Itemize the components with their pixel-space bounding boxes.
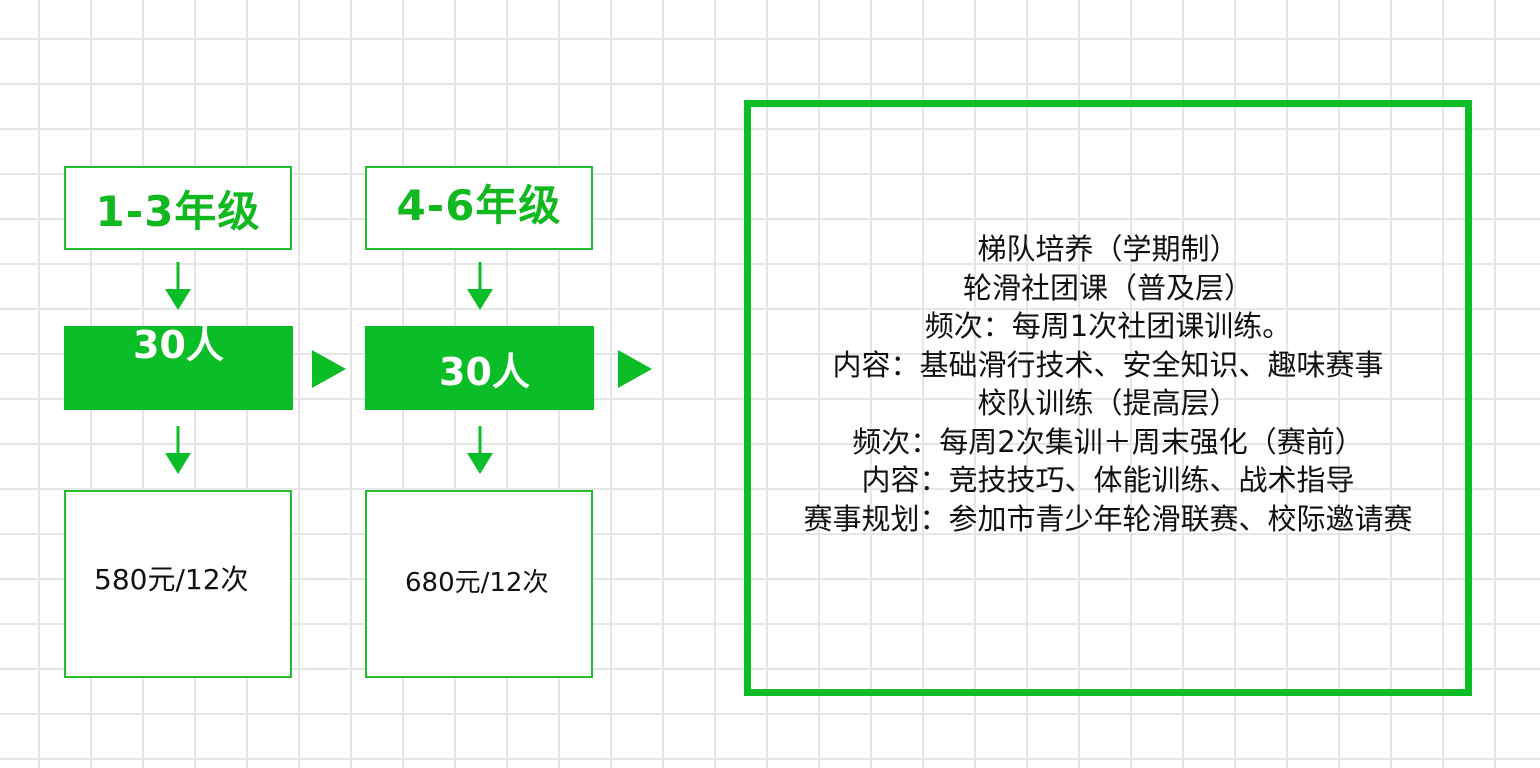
detail-line: 轮滑社团课（普及层）	[962, 270, 1253, 305]
count-label: 30人	[133, 323, 224, 367]
detail-line: 频次：每周1次社团课训练。	[924, 309, 1292, 343]
detail-line: 校队训练（提高层）	[977, 386, 1239, 420]
training-details-box: 梯队培养（学期制） 轮滑社团课（普及层） 频次：每周1次社团课训练。 内容：基础…	[744, 100, 1472, 696]
detail-line: 内容：基础滑行技术、安全知识、趣味赛事	[832, 347, 1384, 382]
grade-label: 1-3年级	[95, 186, 261, 236]
right-arrow-icon	[312, 350, 346, 388]
count-label: 30人	[439, 349, 530, 394]
grade-box-4-6: 4-6年级	[365, 166, 593, 250]
grade-box-1-3: 1-3年级	[64, 166, 292, 250]
detail-line: 赛事规划：参加市青少年轮滑联赛、校际邀请赛	[803, 501, 1413, 536]
down-arrow-icon	[467, 262, 493, 310]
price-box-1-3: 580元/12次	[64, 490, 292, 678]
right-arrow-icon	[618, 350, 652, 388]
detail-line: 内容：竞技技巧、体能训练、战术指导	[861, 463, 1355, 497]
down-arrow-icon	[467, 426, 493, 474]
detail-line: 频次：每周2次集训＋周末强化（赛前）	[852, 424, 1364, 459]
detail-line: 梯队培养（学期制）	[977, 232, 1239, 266]
grade-label: 4-6年级	[396, 180, 562, 230]
down-arrow-icon	[165, 426, 191, 474]
price-label: 580元/12次	[94, 563, 249, 596]
count-box-1-3: 30人	[64, 323, 293, 410]
price-label: 680元/12次	[405, 567, 549, 598]
down-arrow-icon	[165, 262, 191, 310]
count-box-4-6: 30人	[365, 326, 594, 410]
price-box-4-6: 680元/12次	[365, 490, 593, 678]
